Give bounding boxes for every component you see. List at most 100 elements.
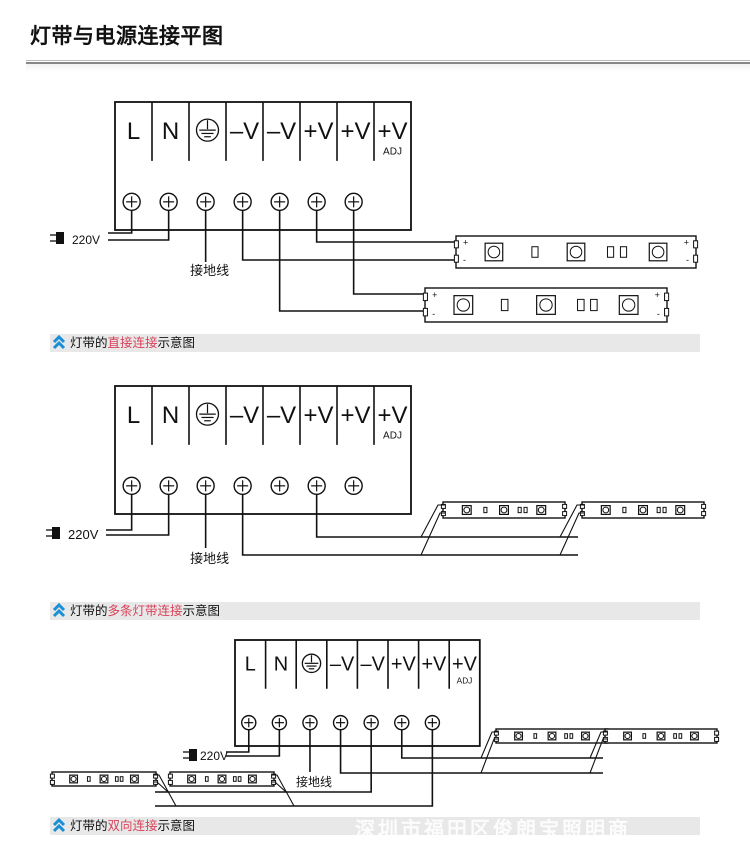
terminal-sublabel: ADJ <box>457 675 473 685</box>
tap-left-b-pos <box>272 774 295 807</box>
solder-pad <box>493 730 499 736</box>
terminal-label: L <box>245 654 256 676</box>
strip-minus-label: - <box>432 309 435 319</box>
tap-left-b-neg <box>272 781 287 793</box>
double-chevron-up-icon <box>52 334 66 355</box>
resistor <box>656 506 661 514</box>
solder-pad <box>579 503 585 509</box>
title-divider-dark <box>26 62 750 64</box>
screw-terminal-icon <box>270 192 289 212</box>
terminal-label: +V <box>421 654 447 676</box>
title-divider <box>26 60 750 61</box>
led-chip-lens <box>487 245 501 259</box>
tap-negative-a <box>420 512 445 556</box>
led-chip-lens <box>651 245 665 259</box>
terminal-label: +V <box>377 402 407 429</box>
solder-pad <box>440 503 446 509</box>
led-chip-lens <box>100 775 108 783</box>
screw-terminal-icon <box>307 476 326 496</box>
ground-icon <box>195 402 220 426</box>
led-strip-left-b <box>167 771 277 787</box>
led-chip-icon <box>514 731 524 741</box>
led-strip-b <box>579 501 707 519</box>
led-chip-icon <box>618 295 639 315</box>
led-chip-icon <box>600 505 611 516</box>
ground-wire-label: 接地线 <box>296 774 332 789</box>
terminal-label: –V <box>267 402 296 429</box>
bus-positive-left <box>155 729 434 807</box>
tap-left-a-pos <box>154 774 177 807</box>
solder-pad <box>714 730 720 736</box>
solder-pad <box>664 292 670 302</box>
resistor <box>590 298 598 312</box>
wire-live <box>108 210 133 234</box>
strip-plus-label: + <box>432 290 437 300</box>
led-strip-2: +-+- <box>422 287 670 323</box>
tap-right-b-pos <box>589 731 607 759</box>
screw-terminal-icon <box>307 192 326 212</box>
bus-positive-right <box>400 729 603 759</box>
resistor <box>619 246 628 258</box>
resistor <box>204 776 209 782</box>
caption-bidirectional-connection: 灯带的双向连接示意图 <box>50 817 700 835</box>
led-chip-icon <box>637 505 648 516</box>
solder-pad <box>153 773 159 779</box>
led-chip-lens <box>500 506 508 514</box>
led-chip-icon <box>536 295 556 315</box>
solder-pad <box>602 730 608 736</box>
terminal-label: –V <box>230 118 259 145</box>
caption-direct-connection: 灯带的直接连接示意图 <box>50 334 700 352</box>
led-chip-icon <box>580 731 590 741</box>
plug-icon <box>50 232 64 244</box>
led-chip-lens <box>539 298 553 312</box>
led-chip-lens <box>188 775 195 783</box>
resistor <box>577 298 585 312</box>
solder-pad <box>693 240 699 249</box>
strip-plus-label: + <box>684 238 689 248</box>
terminal-label: L <box>127 118 140 145</box>
resistor <box>642 733 647 739</box>
double-chevron-up-icon <box>52 817 66 838</box>
led-strip-a <box>440 501 568 519</box>
tap-positive-b <box>559 504 584 538</box>
wire-positive-strip1 <box>315 210 457 243</box>
terminal-label: +V <box>340 402 370 429</box>
page-title: 灯带与电源连接平图 <box>30 24 224 48</box>
screw-terminal-icon <box>270 476 289 496</box>
resistor <box>517 506 522 514</box>
led-chip-lens <box>691 732 698 740</box>
resistor <box>232 776 237 782</box>
tap-right-a-pos <box>480 731 498 759</box>
strip-minus-label: - <box>686 255 689 265</box>
ground-wire-label: 接地线 <box>190 551 229 567</box>
caption-highlight: 直接连接 <box>107 335 158 350</box>
led-chip-icon <box>99 774 109 784</box>
bus-negative-left <box>155 729 372 793</box>
screw-terminal-icon <box>159 192 178 212</box>
wire-neutral <box>108 210 170 241</box>
bus-positive <box>315 494 578 538</box>
plug-body <box>52 527 60 539</box>
wire-negative-strip1 <box>241 210 457 261</box>
solder-pad <box>49 779 55 785</box>
led-chip-lens <box>70 775 77 783</box>
led-chip-icon <box>623 731 633 741</box>
terminal-label: N <box>274 654 288 676</box>
ground-icon-circle <box>301 653 322 674</box>
caption-multi-strip-connection: 灯带的多条灯带连接示意图 <box>50 602 700 620</box>
bus-negative <box>241 494 578 556</box>
led-strip-right-b <box>602 728 720 744</box>
screw-terminal-icon <box>233 192 252 212</box>
watermark: 深圳市福田区俊朗宝照明商 <box>355 817 631 841</box>
wire-negative-strip2 <box>278 210 426 312</box>
wire-neutral <box>106 494 170 536</box>
led-chip-icon <box>461 505 472 516</box>
led-chip-lens <box>676 506 684 514</box>
resistor <box>237 776 242 782</box>
resistor <box>569 733 574 739</box>
terminal-label: –V <box>230 402 259 429</box>
resistor <box>523 506 528 514</box>
terminal-label: L <box>127 402 140 429</box>
led-chip-lens <box>249 775 256 783</box>
